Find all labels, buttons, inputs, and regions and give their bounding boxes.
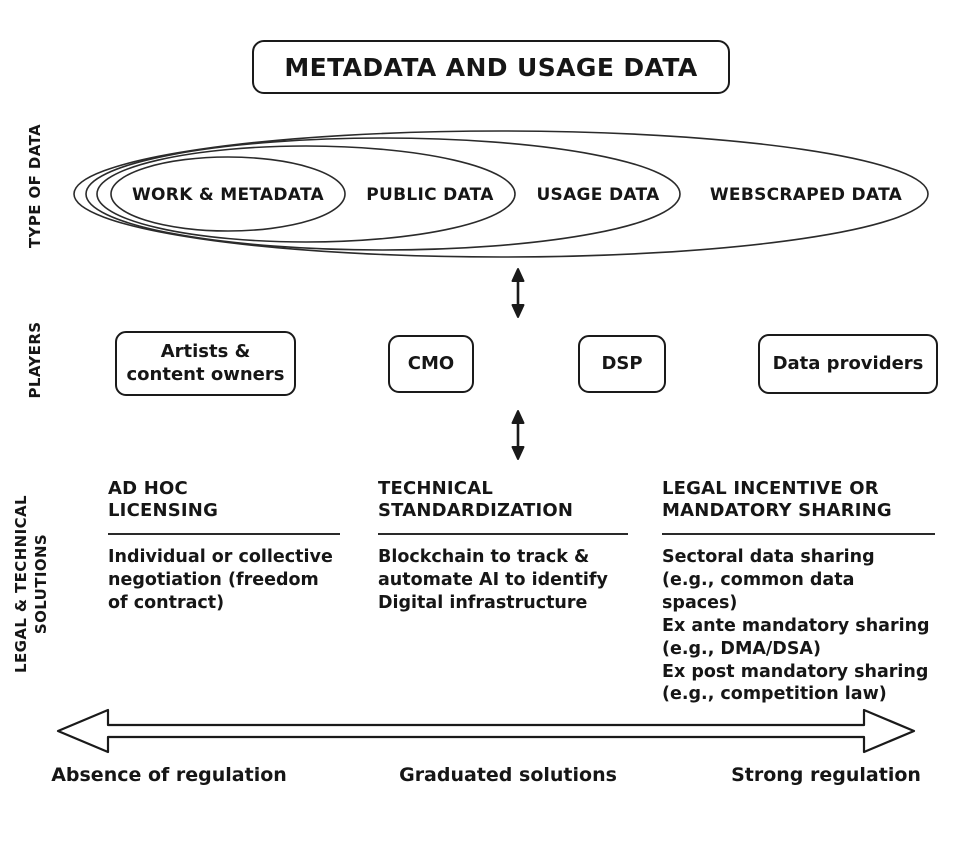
- axis-label-graduated-solutions: Graduated solutions: [399, 764, 617, 786]
- type-of-data-venn: WORK & METADATA PUBLIC DATA USAGE DATA W…: [73, 130, 929, 258]
- player-box-cmo: CMO: [388, 335, 474, 393]
- ellipse-public-data: [96, 145, 516, 243]
- venn-label-usage-data: USAGE DATA: [536, 185, 660, 205]
- solution-column-ad-hoc-licensing: AD HOC LICENSING Individual or collectiv…: [108, 478, 340, 615]
- axis-label-absence-of-regulation: Absence of regulation: [51, 764, 287, 786]
- solution-body: Sectoral data sharing (e.g., common data…: [662, 546, 930, 705]
- player-label: Data providers: [772, 352, 924, 374]
- divider: [378, 532, 628, 535]
- solution-column-technical-standardization: TECHNICAL STANDARDIZATION Blockchain to …: [378, 478, 628, 615]
- solution-heading: LEGAL INCENTIVE OR MANDATORY SHARING: [662, 478, 892, 521]
- axis-label-strong-regulation: Strong regulation: [731, 764, 921, 786]
- double-arrow-icon: [511, 268, 525, 318]
- solution-heading: AD HOC LICENSING: [108, 478, 219, 521]
- player-box-data-providers: Data providers: [758, 334, 938, 394]
- ellipse-work-metadata: [110, 156, 346, 232]
- ellipse-usage-data: [85, 137, 681, 251]
- player-label: DSP: [601, 352, 643, 374]
- ellipse-webscraped-data: [73, 130, 929, 258]
- divider: [108, 532, 340, 535]
- venn-label-public-data: PUBLIC DATA: [366, 185, 494, 205]
- solution-heading: TECHNICAL STANDARDIZATION: [378, 478, 574, 521]
- row-label-players: PLAYERS: [26, 321, 44, 399]
- divider: [662, 532, 935, 535]
- regulation-spectrum-arrow-icon: [56, 708, 916, 754]
- solution-body: Blockchain to track & automate AI to ide…: [378, 546, 608, 613]
- solution-body: Individual or collective negotiation (fr…: [108, 546, 333, 613]
- player-box-dsp: DSP: [578, 335, 666, 393]
- player-label: Artists & content owners: [126, 341, 285, 385]
- venn-label-webscraped-data: WEBSCRAPED DATA: [710, 185, 903, 205]
- double-arrow-icon: [511, 410, 525, 460]
- venn-label-work-metadata: WORK & METADATA: [132, 185, 325, 205]
- row-label-legal-technical-solutions: LEGAL & TECHNICAL SOLUTIONS: [12, 495, 51, 673]
- row-label-type-of-data: TYPE OF DATA: [26, 123, 44, 249]
- player-box-artists-content-owners: Artists & content owners: [115, 331, 296, 396]
- page-title: METADATA AND USAGE DATA: [284, 52, 698, 82]
- title-box: METADATA AND USAGE DATA: [252, 40, 730, 94]
- solution-column-legal-incentive-mandatory-sharing: LEGAL INCENTIVE OR MANDATORY SHARING Sec…: [662, 478, 935, 706]
- player-label: CMO: [407, 352, 455, 374]
